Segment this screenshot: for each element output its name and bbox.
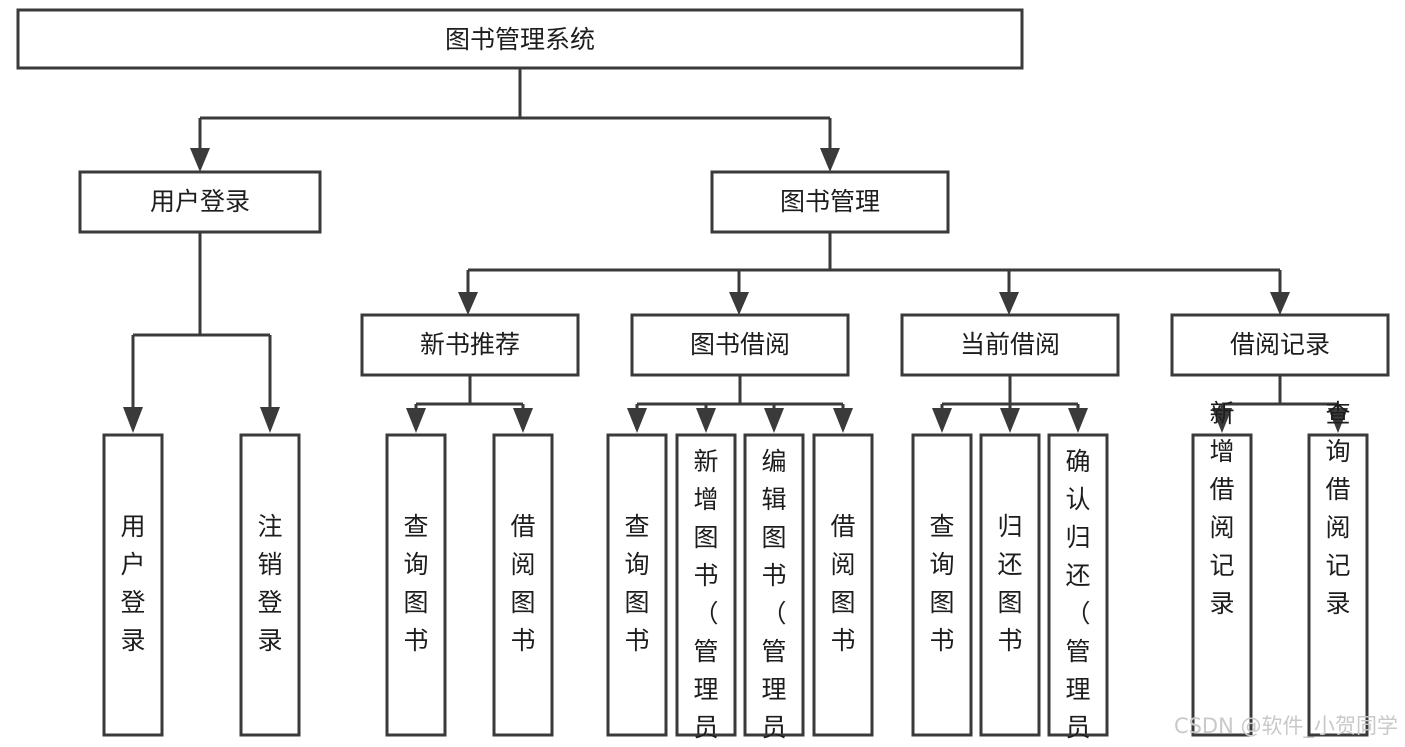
leaf-node-borrow-record-add-box	[1191, 433, 1253, 737]
leaf-node-borrow-record-query-label: 查询借阅记录	[1325, 399, 1350, 618]
node-new-book-recommend-label: 新书推荐	[420, 330, 520, 359]
node-new-book-recommend[interactable]: 新书推荐	[360, 313, 580, 377]
arrow-current-borrow-child-2	[1000, 408, 1020, 433]
node-book-manage-box	[710, 170, 950, 234]
leaf-node-book-borrow-edit-box	[743, 433, 805, 737]
node-root-system[interactable]: 图书管理系统	[16, 8, 1024, 70]
node-borrow-record[interactable]: 借阅记录	[1170, 313, 1390, 377]
leaf-node-borrow-record-add-label: 新增借阅记录	[1209, 399, 1234, 618]
leaf-node-current-borrow-return-label: 归还图书	[997, 512, 1022, 655]
node-user-login-box	[78, 170, 322, 234]
leaf-node-current-borrow-return-box	[979, 433, 1041, 737]
leaf-node-borrow-record-query[interactable]: 查询借阅记录	[1307, 399, 1369, 737]
leaf-node-new-book-query[interactable]: 查询图书	[385, 433, 447, 737]
leaf-node-book-borrow-borrow-label: 借阅图书	[830, 512, 855, 655]
node-borrow-record-box	[1170, 313, 1390, 377]
node-new-book-recommend-box	[360, 313, 580, 377]
arrow-book-manage-child-2	[729, 292, 749, 315]
leaf-node-new-book-borrow[interactable]: 借阅图书	[492, 433, 554, 737]
arrow-borrow-record-child-2	[1328, 408, 1348, 433]
leaf-node-book-borrow-add-label: 新增图书（管理员）	[693, 447, 718, 747]
leaf-node-borrow-record-add[interactable]: 新增借阅记录	[1191, 399, 1253, 737]
leaf-node-new-book-borrow-box	[492, 433, 554, 737]
leaf-node-book-borrow-borrow[interactable]: 借阅图书	[812, 433, 874, 737]
leaf-node-current-borrow-confirm[interactable]: 确认归还（管理员）	[1047, 433, 1109, 747]
node-current-borrow-label: 当前借阅	[960, 330, 1060, 359]
node-current-borrow[interactable]: 当前借阅	[900, 313, 1120, 377]
leaf-node-book-borrow-add[interactable]: 新增图书（管理员）	[675, 433, 737, 747]
node-book-borrow-box	[630, 313, 850, 377]
watermark-label: CSDN @软件_小贺同学	[1174, 714, 1398, 739]
leaf-node-current-borrow-query[interactable]: 查询图书	[911, 433, 973, 737]
arrow-book-borrow-child-3	[764, 408, 784, 433]
arrow-current-borrow-child-1	[932, 408, 952, 433]
leaf-node-user-login-logout-box	[239, 433, 301, 737]
arrow-book-manage-child-1	[458, 292, 478, 315]
arrow-book-borrow-child-2	[696, 408, 716, 433]
node-book-manage[interactable]: 图书管理	[710, 170, 950, 234]
leaf-node-book-borrow-edit[interactable]: 编辑图书（管理员）	[743, 433, 805, 747]
leaf-node-borrow-record-query-box	[1307, 433, 1369, 737]
arrow-new-book-child-1	[406, 408, 426, 433]
node-root-system-label: 图书管理系统	[445, 25, 595, 54]
node-user-login-label: 用户登录	[150, 187, 250, 216]
arrow-book-borrow-child-4	[833, 408, 853, 433]
leaf-node-book-borrow-query-box	[606, 433, 668, 737]
arrow-root-to-user-login	[190, 148, 210, 172]
node-book-borrow-label: 图书借阅	[690, 330, 790, 359]
arrow-new-book-child-2	[513, 408, 533, 433]
arrow-borrow-record-child-1	[1212, 408, 1232, 433]
node-current-borrow-box	[900, 313, 1120, 377]
arrow-book-borrow-child-1	[627, 408, 647, 433]
arrow-root-to-book-manage	[820, 148, 840, 172]
leaf-node-current-borrow-return[interactable]: 归还图书	[979, 433, 1041, 737]
leaf-node-user-login-logout[interactable]: 注销登录	[239, 433, 301, 737]
arrow-book-manage-child-3	[999, 292, 1019, 315]
leaf-node-book-borrow-add-box	[675, 433, 737, 737]
connector-layer	[123, 68, 1348, 433]
leaf-node-book-borrow-query-label: 查询图书	[624, 512, 649, 655]
node-user-login[interactable]: 用户登录	[78, 170, 322, 234]
leaf-node-new-book-query-label: 查询图书	[403, 512, 428, 655]
leaf-node-user-login-login-box	[102, 433, 164, 737]
arrow-current-borrow-child-3	[1068, 408, 1088, 433]
node-borrow-record-label: 借阅记录	[1230, 330, 1330, 359]
leaf-node-new-book-query-box	[385, 433, 447, 737]
leaf-node-user-login-login-label: 用户登录	[120, 512, 145, 655]
leaf-node-user-login-login[interactable]: 用户登录	[102, 433, 164, 737]
leaf-node-current-borrow-query-label: 查询图书	[929, 512, 954, 655]
node-book-borrow[interactable]: 图书借阅	[630, 313, 850, 377]
leaf-node-current-borrow-confirm-box	[1047, 433, 1109, 737]
arrow-user-login-child-1	[123, 407, 143, 433]
leaf-node-book-borrow-borrow-box	[812, 433, 874, 737]
leaf-node-book-borrow-edit-label: 编辑图书（管理员）	[761, 447, 786, 747]
leaf-node-current-borrow-confirm-label: 确认归还（管理员）	[1065, 447, 1090, 747]
node-book-manage-label: 图书管理	[780, 187, 880, 216]
node-root-system-box	[16, 8, 1024, 70]
leaf-node-book-borrow-query[interactable]: 查询图书	[606, 433, 668, 737]
arrow-user-login-child-2	[260, 407, 280, 433]
leaf-node-current-borrow-query-box	[911, 433, 973, 737]
arrow-book-manage-child-4	[1270, 292, 1290, 315]
leaf-node-user-login-logout-label: 注销登录	[257, 512, 282, 655]
leaf-node-new-book-borrow-label: 借阅图书	[510, 512, 535, 655]
